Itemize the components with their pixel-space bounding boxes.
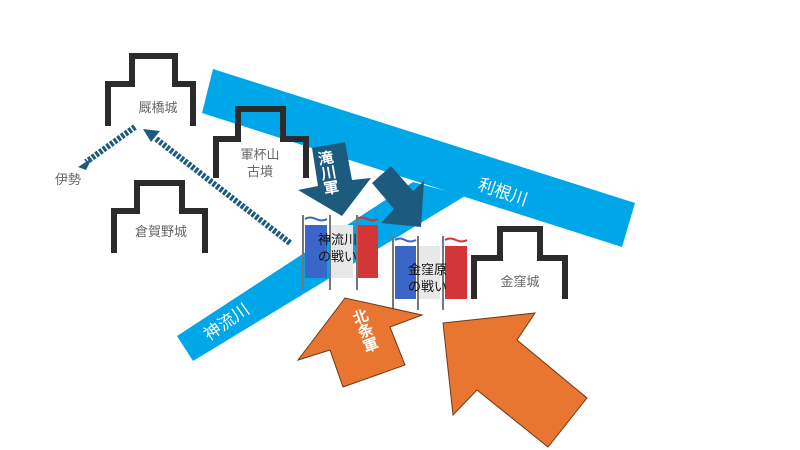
castle-label-gunbaiyama: 軍杯山 古墳	[240, 148, 280, 180]
retreat-line-to-ise	[84, 124, 137, 165]
castle-icon-umayabashi	[105, 53, 196, 126]
arrowhead-icon	[78, 158, 92, 170]
takigawa-advance-arrow	[372, 166, 424, 227]
castle-label-umayabashi: 厩橋城	[138, 101, 178, 116]
castle-label-kuranono: 倉賀野城	[134, 225, 187, 240]
castle-icon-kuranono	[111, 180, 208, 253]
battle-label-kannagawa: 神流川 の戦い	[318, 233, 358, 265]
battle-label-kanakubohara: 金窪原 の戦い	[408, 263, 448, 295]
castle-icon-gunbaiyama	[213, 106, 309, 178]
banner-group-kannagawa	[302, 215, 379, 290]
place-label-ise: 伊勢	[55, 173, 82, 188]
hojo-army-arrow	[296, 297, 424, 388]
castle-label-kanakubo: 金窪城	[500, 275, 540, 290]
banner-group-kanakubohara	[392, 236, 468, 310]
tone-river	[202, 69, 635, 247]
hojo-main-arrow	[442, 312, 588, 448]
retreat-line-to-umayabashi	[153, 135, 292, 246]
arrowhead-icon	[143, 129, 160, 142]
castle-icon-kanakubo	[471, 226, 568, 299]
takigawa-army-arrow	[298, 142, 371, 216]
